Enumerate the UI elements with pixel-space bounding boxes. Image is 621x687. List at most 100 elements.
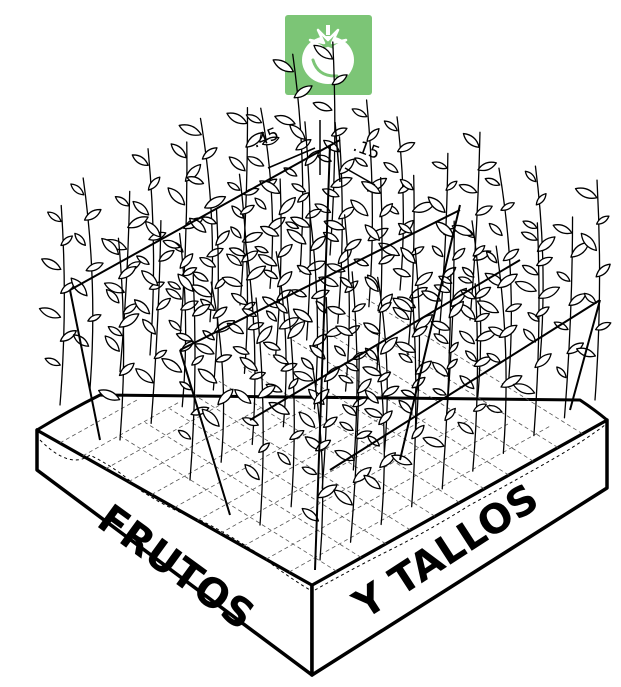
leaf: [155, 297, 172, 311]
leaf: [60, 235, 73, 247]
leaf: [276, 271, 293, 288]
plant-stem: [150, 219, 162, 424]
grid-line: [288, 425, 552, 573]
leaf: [398, 399, 413, 414]
leaf: [170, 143, 187, 159]
leaf: [350, 199, 369, 217]
leaf: [397, 222, 413, 234]
leaf: [135, 368, 154, 384]
leaf: [254, 245, 269, 254]
leaf: [595, 263, 611, 278]
leaf: [433, 333, 449, 345]
leaf: [214, 354, 233, 363]
leaf: [364, 224, 381, 241]
leaf: [256, 325, 273, 345]
plant-stem: [343, 214, 350, 392]
plant-stem: [212, 208, 219, 391]
plant-stem: [594, 179, 601, 401]
leaf: [330, 127, 348, 137]
leaf: [321, 188, 340, 198]
leaf: [383, 161, 399, 173]
leaf: [258, 442, 271, 454]
leaf: [38, 307, 62, 319]
leaf: [378, 254, 396, 265]
leaf: [226, 322, 245, 335]
leaf: [522, 328, 537, 343]
leaf: [141, 318, 157, 335]
leaf: [295, 139, 312, 151]
leaf: [175, 332, 193, 342]
trellis-lines: [69, 139, 601, 571]
leaf: [502, 248, 520, 262]
leaf: [452, 247, 466, 261]
leaf: [445, 180, 458, 191]
leaf: [161, 358, 183, 373]
leaf: [448, 341, 459, 354]
leaf: [500, 375, 523, 388]
grid-line: [82, 401, 180, 457]
leaf: [377, 371, 392, 383]
leaf: [537, 286, 561, 299]
leaf: [70, 277, 88, 297]
leaf: [190, 284, 213, 298]
leaf: [114, 196, 130, 207]
grid-line: [317, 325, 534, 462]
leaf: [366, 128, 380, 143]
leaf: [244, 463, 260, 481]
leaf: [427, 196, 446, 214]
leaf: [313, 44, 334, 60]
leaf: [323, 219, 346, 231]
grid-line: [194, 394, 411, 531]
leaf: [392, 297, 413, 313]
leaf: [194, 343, 215, 355]
plant-stem: [244, 238, 256, 446]
leaf: [362, 366, 383, 377]
leaf: [168, 319, 182, 332]
leaf: [178, 124, 202, 136]
leaf: [410, 246, 425, 256]
leaf: [485, 250, 498, 264]
leaf: [177, 273, 194, 292]
leaf: [496, 273, 518, 289]
leaf: [327, 305, 346, 315]
leaf: [141, 270, 159, 287]
leaf: [458, 276, 473, 284]
leaf: [186, 176, 205, 185]
soil-edge-right: [314, 424, 606, 591]
leaf: [287, 320, 306, 339]
leaf: [230, 292, 249, 306]
leaf: [292, 371, 314, 382]
leaf: [352, 466, 372, 484]
leaf: [290, 216, 311, 228]
leaf: [534, 353, 552, 369]
leaf: [301, 466, 318, 476]
leaf: [477, 161, 497, 172]
leaf: [226, 112, 248, 125]
leaf: [364, 347, 379, 361]
leaf: [254, 197, 267, 210]
leaf: [285, 221, 300, 230]
leaf: [201, 147, 218, 160]
leaf: [127, 216, 149, 229]
leaf: [232, 345, 250, 355]
plant-stem: [407, 174, 415, 357]
leaf: [59, 330, 77, 342]
leaf: [364, 407, 384, 418]
leaf: [459, 375, 475, 390]
plant-stem: [274, 178, 282, 358]
leaf: [280, 362, 298, 372]
plant-stem: [376, 176, 383, 374]
leaf: [118, 313, 140, 328]
leaf: [476, 300, 500, 314]
plant-stem: [308, 210, 319, 410]
leaf: [580, 232, 598, 252]
leaf: [165, 288, 183, 300]
leaf: [363, 474, 381, 490]
leaf: [399, 178, 414, 191]
leaf: [297, 192, 310, 203]
leaf: [136, 255, 150, 265]
leaf: [47, 211, 62, 223]
grid-line: [144, 422, 362, 558]
leaf: [391, 454, 413, 466]
leaf: [249, 371, 267, 380]
